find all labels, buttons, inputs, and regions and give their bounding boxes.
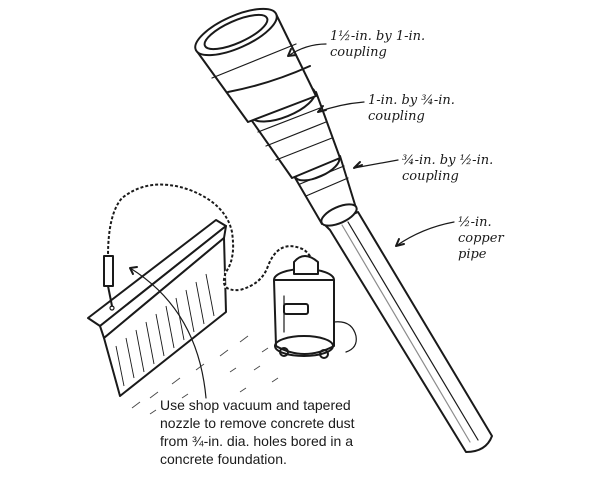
coupling-3-label: ¾-in. by ½-in. coupling bbox=[402, 153, 497, 184]
shop-vacuum bbox=[274, 256, 356, 358]
coupling-2-label: 1-in. by ¾-in. coupling bbox=[368, 93, 459, 124]
caption: Use shop vacuum and tapered nozzle to re… bbox=[160, 397, 358, 467]
concrete-foundation bbox=[88, 220, 278, 414]
coupling-one-and-half-by-one bbox=[189, 0, 316, 122]
coupling-1-label: 1½-in. by 1-in. coupling bbox=[330, 29, 429, 60]
copper-pipe-label: ½-in. copper pipe bbox=[458, 215, 508, 262]
tapered-nozzle bbox=[189, 0, 492, 452]
